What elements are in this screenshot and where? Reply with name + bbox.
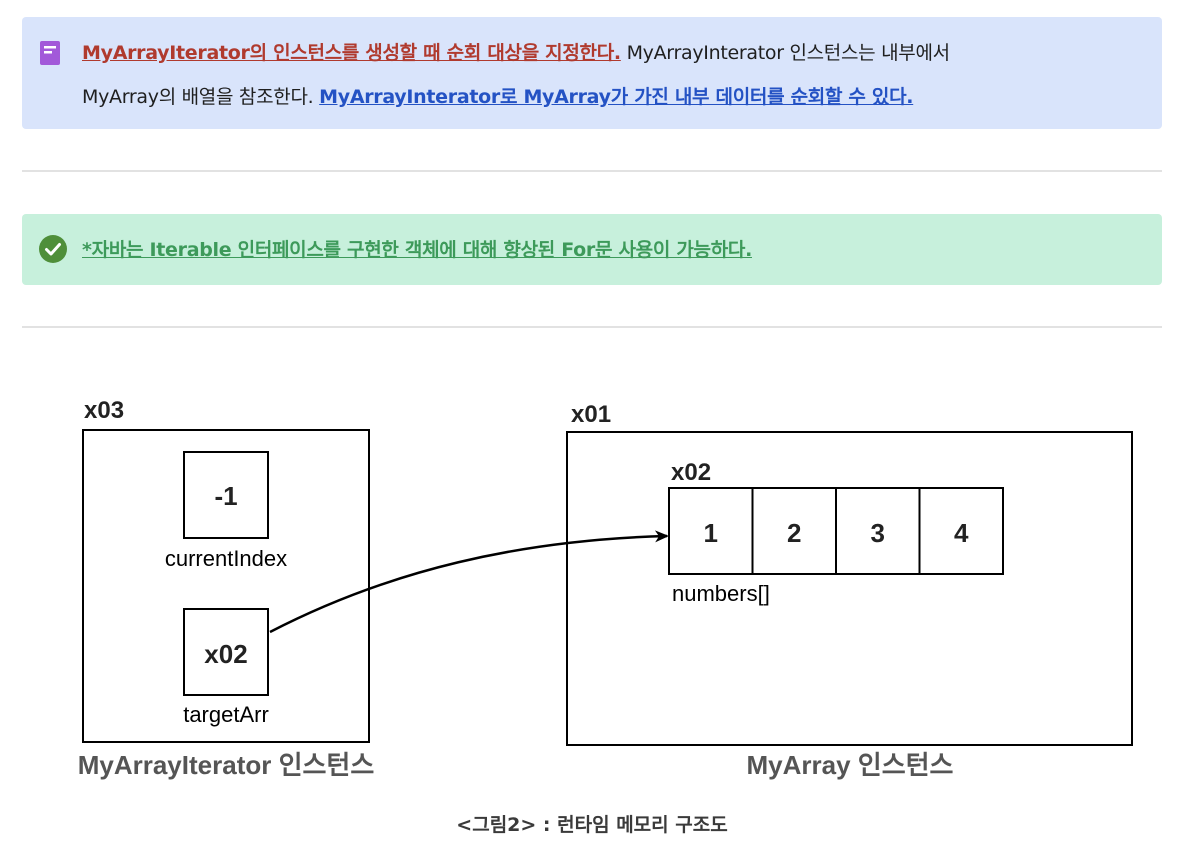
iterator-instance-title: MyArrayIterator 인스턴스 — [78, 750, 375, 780]
array-cell-value: 1 — [704, 518, 718, 548]
figure-caption: <그림2> : 런타임 메모리 구조도 — [456, 814, 728, 836]
array-label: numbers[] — [672, 581, 770, 606]
array-cell-value: 4 — [954, 518, 969, 548]
divider-1 — [22, 170, 1162, 172]
memory-diagram: x03 -1 currentIndex x02 targetArr MyArra… — [78, 397, 1133, 780]
target-arr-label: targetArr — [183, 702, 269, 727]
myarray-address: x01 — [571, 401, 611, 428]
note-icon — [38, 39, 62, 71]
check-callout-text: *자바는 Iterable 인터페이스를 구현한 객체에 대해 향상된 For문… — [82, 228, 1122, 272]
current-index-value: -1 — [214, 481, 237, 511]
divider-2 — [22, 326, 1162, 328]
iterate-data-link[interactable]: MyArrayInterator로 MyArray가 가진 내부 데이터를 순회… — [319, 86, 914, 108]
array-address: x02 — [671, 459, 711, 486]
iterator-instance-box — [82, 429, 370, 743]
target-arr-cell — [183, 608, 269, 696]
info-callout-text: MyArrayIterator의 인스턴스를 생성할 때 순회 대상을 지정한다… — [82, 31, 1122, 119]
info-text-1: MyArrayInterator 인스턴스는 내부에서 — [620, 42, 951, 64]
myarray-instance-title: MyArray 인스턴스 — [747, 750, 954, 780]
check-callout: *자바는 Iterable 인터페이스를 구현한 객체에 대해 향상된 For문… — [22, 214, 1162, 285]
array-cell-value: 2 — [787, 518, 801, 548]
target-arr-value: x02 — [204, 639, 247, 669]
array-cells: 1 2 3 4 — [668, 487, 1004, 575]
reference-arrow — [269, 530, 669, 634]
current-index-cell — [183, 451, 269, 539]
info-text-2: MyArray의 배열을 참조한다. — [82, 86, 320, 108]
array-cell — [918, 487, 1004, 575]
info-callout: MyArrayIterator의 인스턴스를 생성할 때 순회 대상을 지정한다… — [22, 17, 1162, 129]
iterable-link[interactable]: *자바는 Iterable 인터페이스를 구현한 객체에 대해 향상된 For문… — [82, 239, 752, 261]
current-index-label: currentIndex — [165, 546, 287, 571]
check-circle-icon — [38, 234, 68, 268]
iterator-instance-link[interactable]: MyArrayIterator의 인스턴스를 생성할 때 순회 대상을 지정한다… — [82, 42, 621, 64]
array-cell-value: 3 — [871, 518, 885, 548]
myarray-instance-box — [566, 431, 1133, 746]
iterator-address: x03 — [84, 397, 124, 424]
